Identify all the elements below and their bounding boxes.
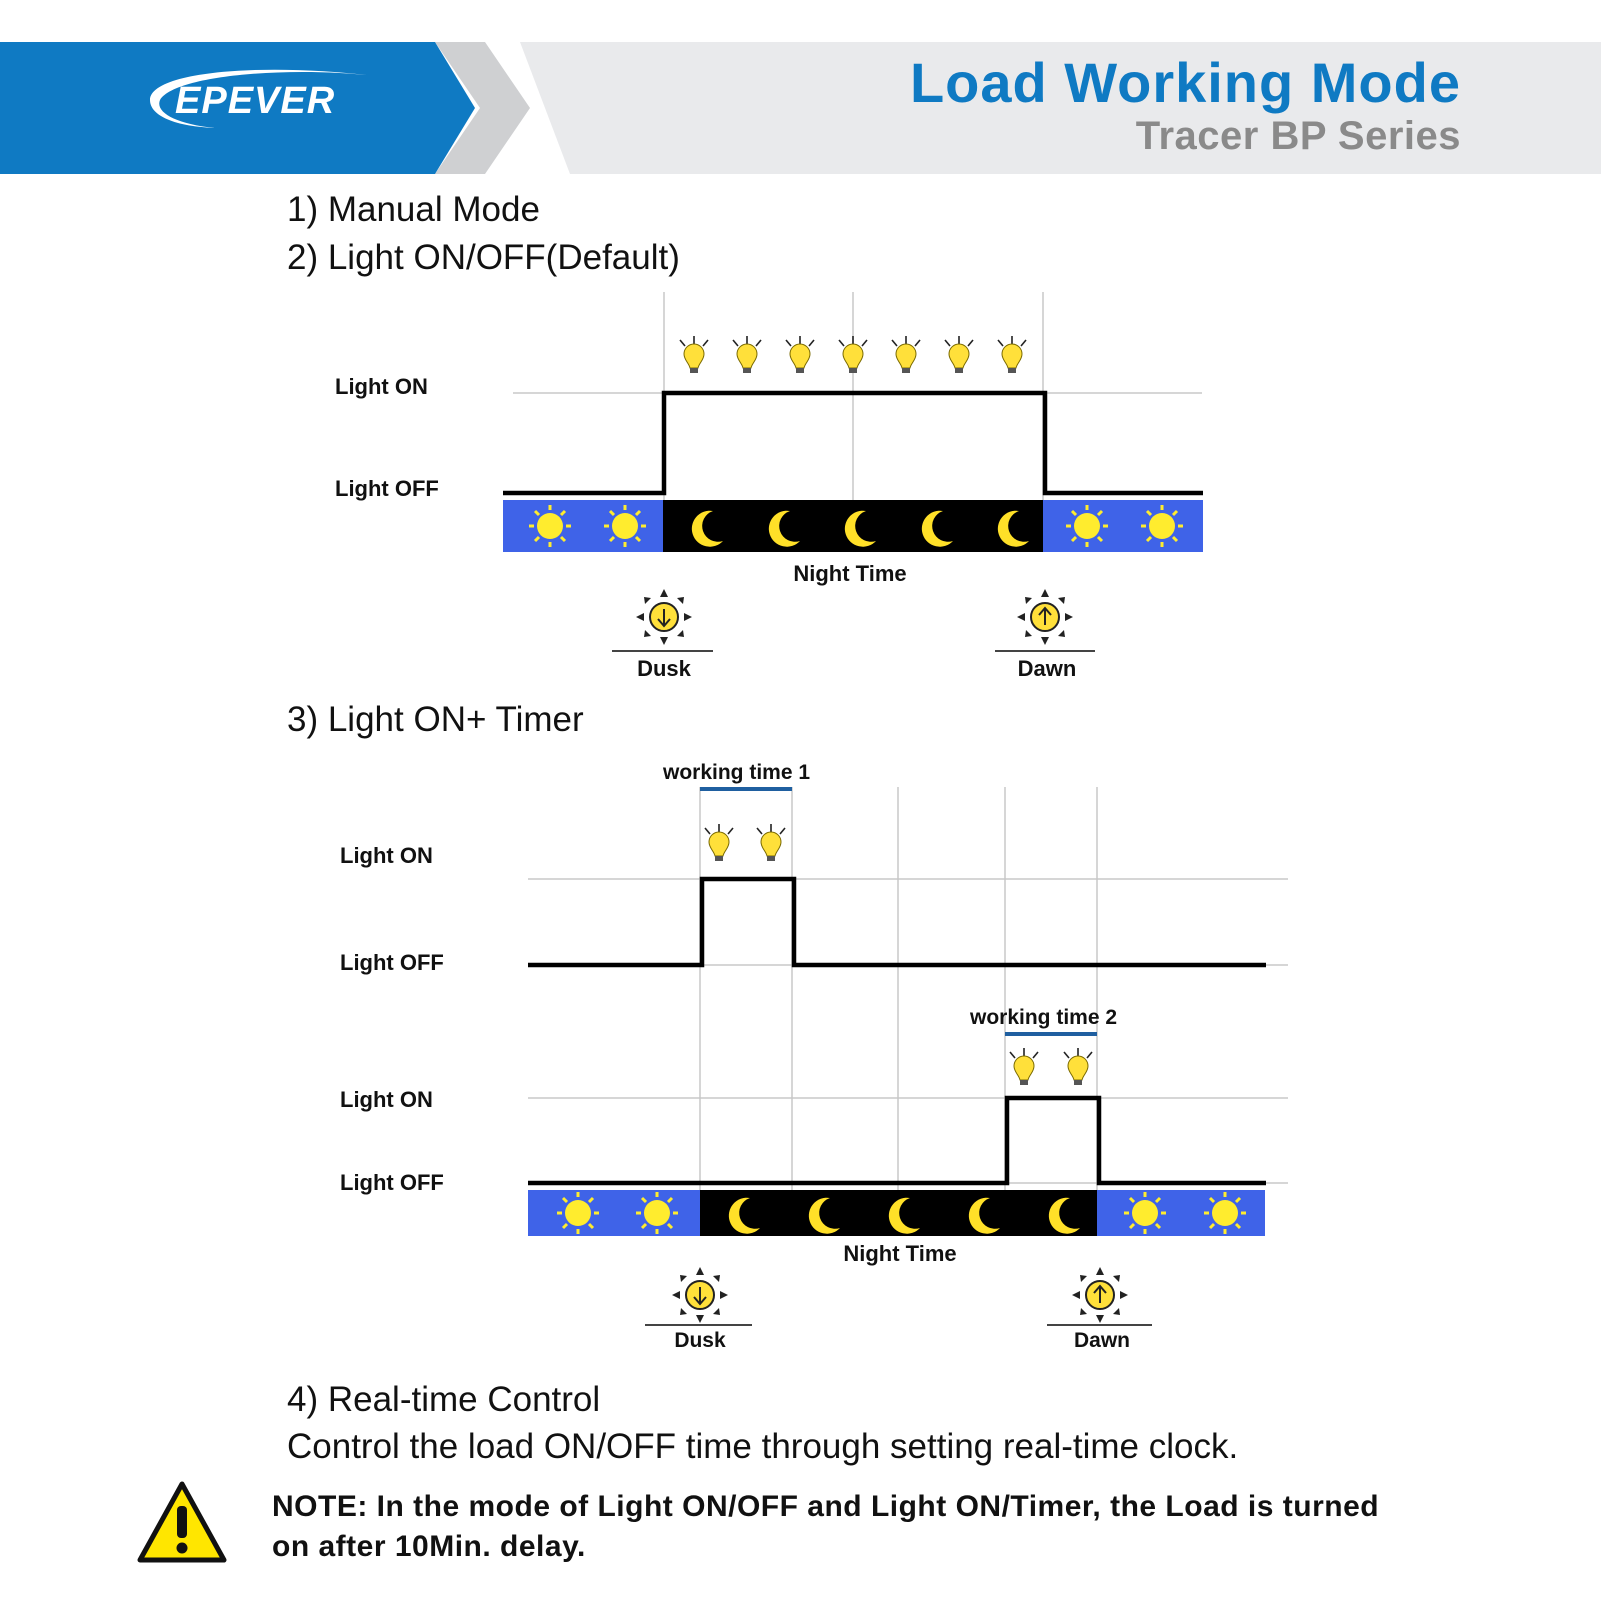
dawn-marker: Dawn xyxy=(1047,1266,1152,1350)
mode-1-label: 1) Manual Mode xyxy=(287,190,540,229)
light-bulb-icon xyxy=(891,335,921,374)
load-signal xyxy=(503,390,1203,496)
arrow-down-icon xyxy=(657,609,671,628)
load-signal-2 xyxy=(528,1095,1266,1186)
light-off-label: Light OFF xyxy=(335,476,439,501)
header-background xyxy=(0,42,1601,174)
light-off-label-1: Light OFF xyxy=(340,950,444,975)
mode-3-label: 3) Light ON+ Timer xyxy=(287,700,584,739)
arrow-up-icon xyxy=(1038,606,1052,625)
arrow-down-icon xyxy=(693,1287,707,1306)
night-time-label: Night Time xyxy=(793,561,906,586)
dawn-label: Dawn xyxy=(1018,656,1077,681)
night-time-label: Night Time xyxy=(843,1241,956,1266)
light-on-label-1: Light ON xyxy=(340,843,433,868)
light-off-label-2: Light OFF xyxy=(340,1170,444,1195)
header-banner: EPEVER Load Working Mode Tracer BP Serie… xyxy=(0,0,1601,180)
light-on-timer-diagram: working time 1 working time 2 Light ON L… xyxy=(340,761,1288,1350)
light-bulb-icon xyxy=(1063,1047,1093,1086)
epever-logo: EPEVER xyxy=(175,80,336,122)
arrow-up-icon xyxy=(1093,1284,1107,1303)
light-bulb-icon xyxy=(732,335,762,374)
light-bulb-icon xyxy=(997,335,1027,374)
mode-2-label: 2) Light ON/OFF(Default) xyxy=(287,238,680,277)
mode-4-label: 4) Real-time Control xyxy=(287,1380,601,1419)
load-signal-1 xyxy=(528,876,1266,968)
mode-4-description: Control the load ON/OFF time through set… xyxy=(287,1427,1239,1466)
light-bulb-icon xyxy=(838,335,868,374)
note-text: NOTE: In the mode of Light ON/OFF and Li… xyxy=(272,1490,1380,1563)
dawn-label: Dawn xyxy=(1074,1329,1130,1350)
light-bulb-icon xyxy=(944,335,974,374)
dawn-marker: Dawn xyxy=(995,588,1095,681)
working-time-1-label: working time 1 xyxy=(662,761,810,784)
title-block: Load Working Mode Tracer BP Series xyxy=(909,51,1461,159)
dusk-marker: Dusk xyxy=(612,588,713,681)
dusk-label: Dusk xyxy=(674,1329,726,1350)
light-bulb-icon xyxy=(756,823,786,862)
light-on-label: Light ON xyxy=(335,374,428,399)
light-bulb-icon xyxy=(785,335,815,374)
bulbs xyxy=(679,335,1027,374)
light-bulb-icon xyxy=(1009,1047,1039,1086)
dusk-label: Dusk xyxy=(637,656,692,681)
working-time-2-label: working time 2 xyxy=(969,1006,1117,1029)
light-bulb-icon xyxy=(704,823,734,862)
warning-icon xyxy=(137,1481,227,1563)
light-bulb-icon xyxy=(679,335,709,374)
light-on-off-diagram: Light ON Light OFF Night Time Dusk Dawn xyxy=(335,292,1203,681)
light-on-label-2: Light ON xyxy=(340,1087,433,1112)
grid-lines xyxy=(528,787,1288,1195)
dusk-marker: Dusk xyxy=(645,1266,752,1350)
page-subtitle: Tracer BP Series xyxy=(1135,114,1461,158)
page-title: Load Working Mode xyxy=(909,51,1461,114)
